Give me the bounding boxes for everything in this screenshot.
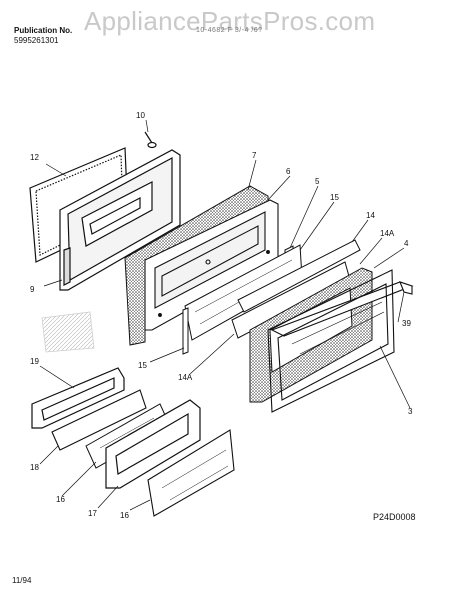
publication-number: 5995261301 bbox=[14, 36, 59, 45]
callout-16-right: 16 bbox=[120, 511, 129, 520]
part-18-gasket bbox=[51, 389, 147, 451]
leader-lines bbox=[39, 119, 411, 511]
part-15-side-channel bbox=[182, 307, 189, 355]
diagram-code: P24D0008 bbox=[373, 512, 416, 522]
part-ghost-frame bbox=[41, 311, 95, 353]
callout-15-lower: 15 bbox=[138, 361, 147, 370]
publication-label: Publication No. bbox=[14, 26, 73, 35]
callout-10: 10 bbox=[136, 111, 145, 120]
part-3-door-liner bbox=[267, 269, 395, 413]
callout-5: 5 bbox=[315, 177, 320, 186]
callout-18: 18 bbox=[30, 463, 39, 472]
part-16-glass-lower bbox=[147, 429, 235, 517]
watermark: AppliancePartsPros.com bbox=[84, 6, 376, 36]
callout-14a-lower: 14A bbox=[178, 373, 193, 382]
callout-39: 39 bbox=[402, 319, 411, 328]
callout-4: 4 bbox=[404, 239, 409, 248]
part-outer-door-frame bbox=[59, 149, 181, 291]
part-17-lower-frame bbox=[105, 399, 201, 489]
callout-19: 19 bbox=[30, 357, 39, 366]
callout-7: 7 bbox=[252, 151, 257, 160]
callout-12: 12 bbox=[30, 153, 39, 162]
model-number: 10-4682 F 3/-4 /6? bbox=[196, 27, 263, 34]
callout-14a-upper: 14A bbox=[380, 229, 395, 238]
callout-15-upper: 15 bbox=[330, 193, 339, 202]
callout-9: 9 bbox=[30, 285, 35, 294]
part-10-screw bbox=[144, 131, 157, 149]
callout-3: 3 bbox=[408, 407, 413, 416]
part-14-panel bbox=[237, 239, 361, 313]
callout-17: 17 bbox=[88, 509, 97, 518]
revision-date: 11/94 bbox=[12, 576, 32, 585]
callout-16-left: 16 bbox=[56, 495, 65, 504]
callout-6: 6 bbox=[286, 167, 291, 176]
callout-14: 14 bbox=[366, 211, 375, 220]
part-19-glass-frame bbox=[31, 367, 125, 429]
